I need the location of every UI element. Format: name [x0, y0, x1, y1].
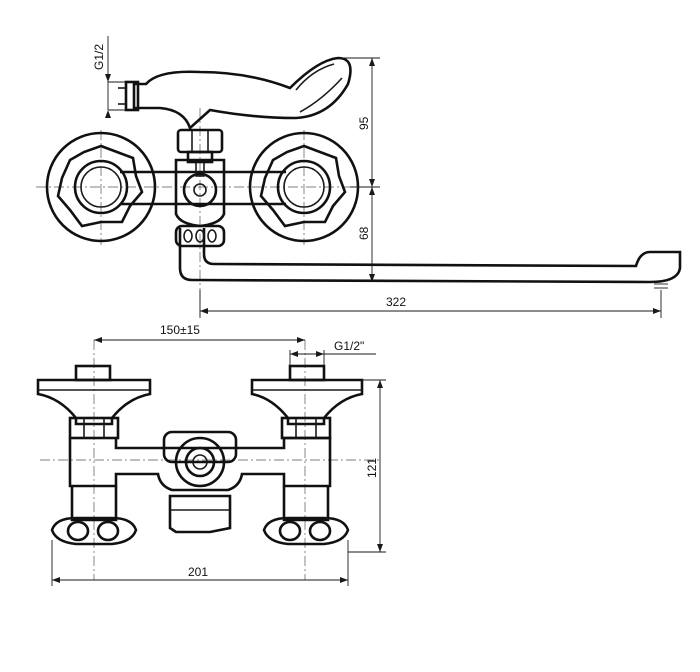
collar-notch-3	[207, 229, 217, 243]
front-diverter-inner	[192, 454, 208, 470]
dim-thread-front-arrow-left	[290, 351, 298, 357]
left-valve-cap-inner	[80, 166, 122, 208]
dim-thread-arrow-bottom	[105, 110, 111, 118]
collar-notch-1	[183, 229, 193, 243]
left-valve-star	[56, 144, 144, 228]
front-spout-collar	[168, 494, 232, 534]
swivel-collar	[174, 224, 226, 248]
left-valve-cap-outer	[73, 159, 129, 215]
thread-label-top: G1/2	[92, 44, 106, 70]
top-view: G1/2 95 68 322	[36, 36, 682, 318]
front-diverter-housing	[162, 430, 238, 464]
center-distance-label: 150±15	[160, 323, 200, 337]
right-stem-top	[288, 364, 326, 382]
dim-322-arrow-right	[653, 308, 661, 314]
height-121-label: 121	[365, 458, 379, 478]
left-flange-hole-2	[96, 520, 120, 542]
right-valve-star	[259, 144, 347, 228]
right-valve-cap-inner	[283, 166, 325, 208]
right-flange-hole-1	[278, 520, 302, 542]
height-68-label: 68	[357, 226, 371, 240]
dim-150-arrow-right	[297, 337, 305, 343]
top-nut-neck	[186, 150, 214, 164]
lever-contour-2	[299, 77, 343, 113]
thread-label-front: G1/2"	[334, 339, 364, 353]
left-nut	[68, 416, 120, 440]
diverter-outer-ring	[182, 172, 218, 208]
right-wall-flange	[262, 516, 350, 546]
left-handle-head	[36, 378, 152, 426]
mixer-body	[68, 436, 332, 492]
body-bridge	[120, 170, 286, 206]
right-valve-cap-outer	[276, 159, 332, 215]
front-view: 150±15 G1/2" 121 201	[36, 323, 386, 586]
left-valve-flange	[45, 131, 157, 243]
dim-150-arrow-left	[94, 337, 102, 343]
left-stem-top	[74, 364, 112, 382]
lever-contour-1	[295, 63, 335, 91]
width-201-label: 201	[188, 565, 208, 579]
dim-201-arrow-left	[52, 577, 60, 583]
shower-outlet-lever	[132, 56, 352, 131]
collar-notch-2	[195, 229, 205, 243]
dim-thread-front-arrow-right	[316, 351, 324, 357]
right-flange-hole-2	[308, 520, 332, 542]
dim-95-arrow-bottom	[369, 179, 375, 187]
dim-95-arrow-top	[369, 58, 375, 66]
dim-thread-arrow-top	[105, 74, 111, 82]
front-diverter-outer	[174, 436, 226, 488]
left-eccentric	[70, 486, 118, 522]
diverter-inner-ring	[193, 183, 207, 197]
right-handle-head	[250, 378, 364, 426]
dim-201-arrow-right	[340, 577, 348, 583]
thread-end	[124, 80, 140, 112]
left-wall-flange	[50, 516, 138, 546]
spout-outline	[178, 228, 682, 284]
dim-68-arrow-top	[369, 187, 375, 195]
left-valve	[45, 131, 157, 243]
dim-68-arrow-bottom	[369, 274, 375, 282]
spout-length-label: 322	[386, 295, 406, 309]
right-eccentric	[282, 486, 330, 522]
dim-121-arrow-bottom	[377, 544, 383, 552]
height-95-label: 95	[357, 116, 371, 130]
dim-121-arrow-top	[377, 380, 383, 388]
left-flange-hole-1	[66, 520, 90, 542]
front-diverter-mid	[184, 446, 216, 478]
dim-322-arrow-left	[200, 308, 208, 314]
